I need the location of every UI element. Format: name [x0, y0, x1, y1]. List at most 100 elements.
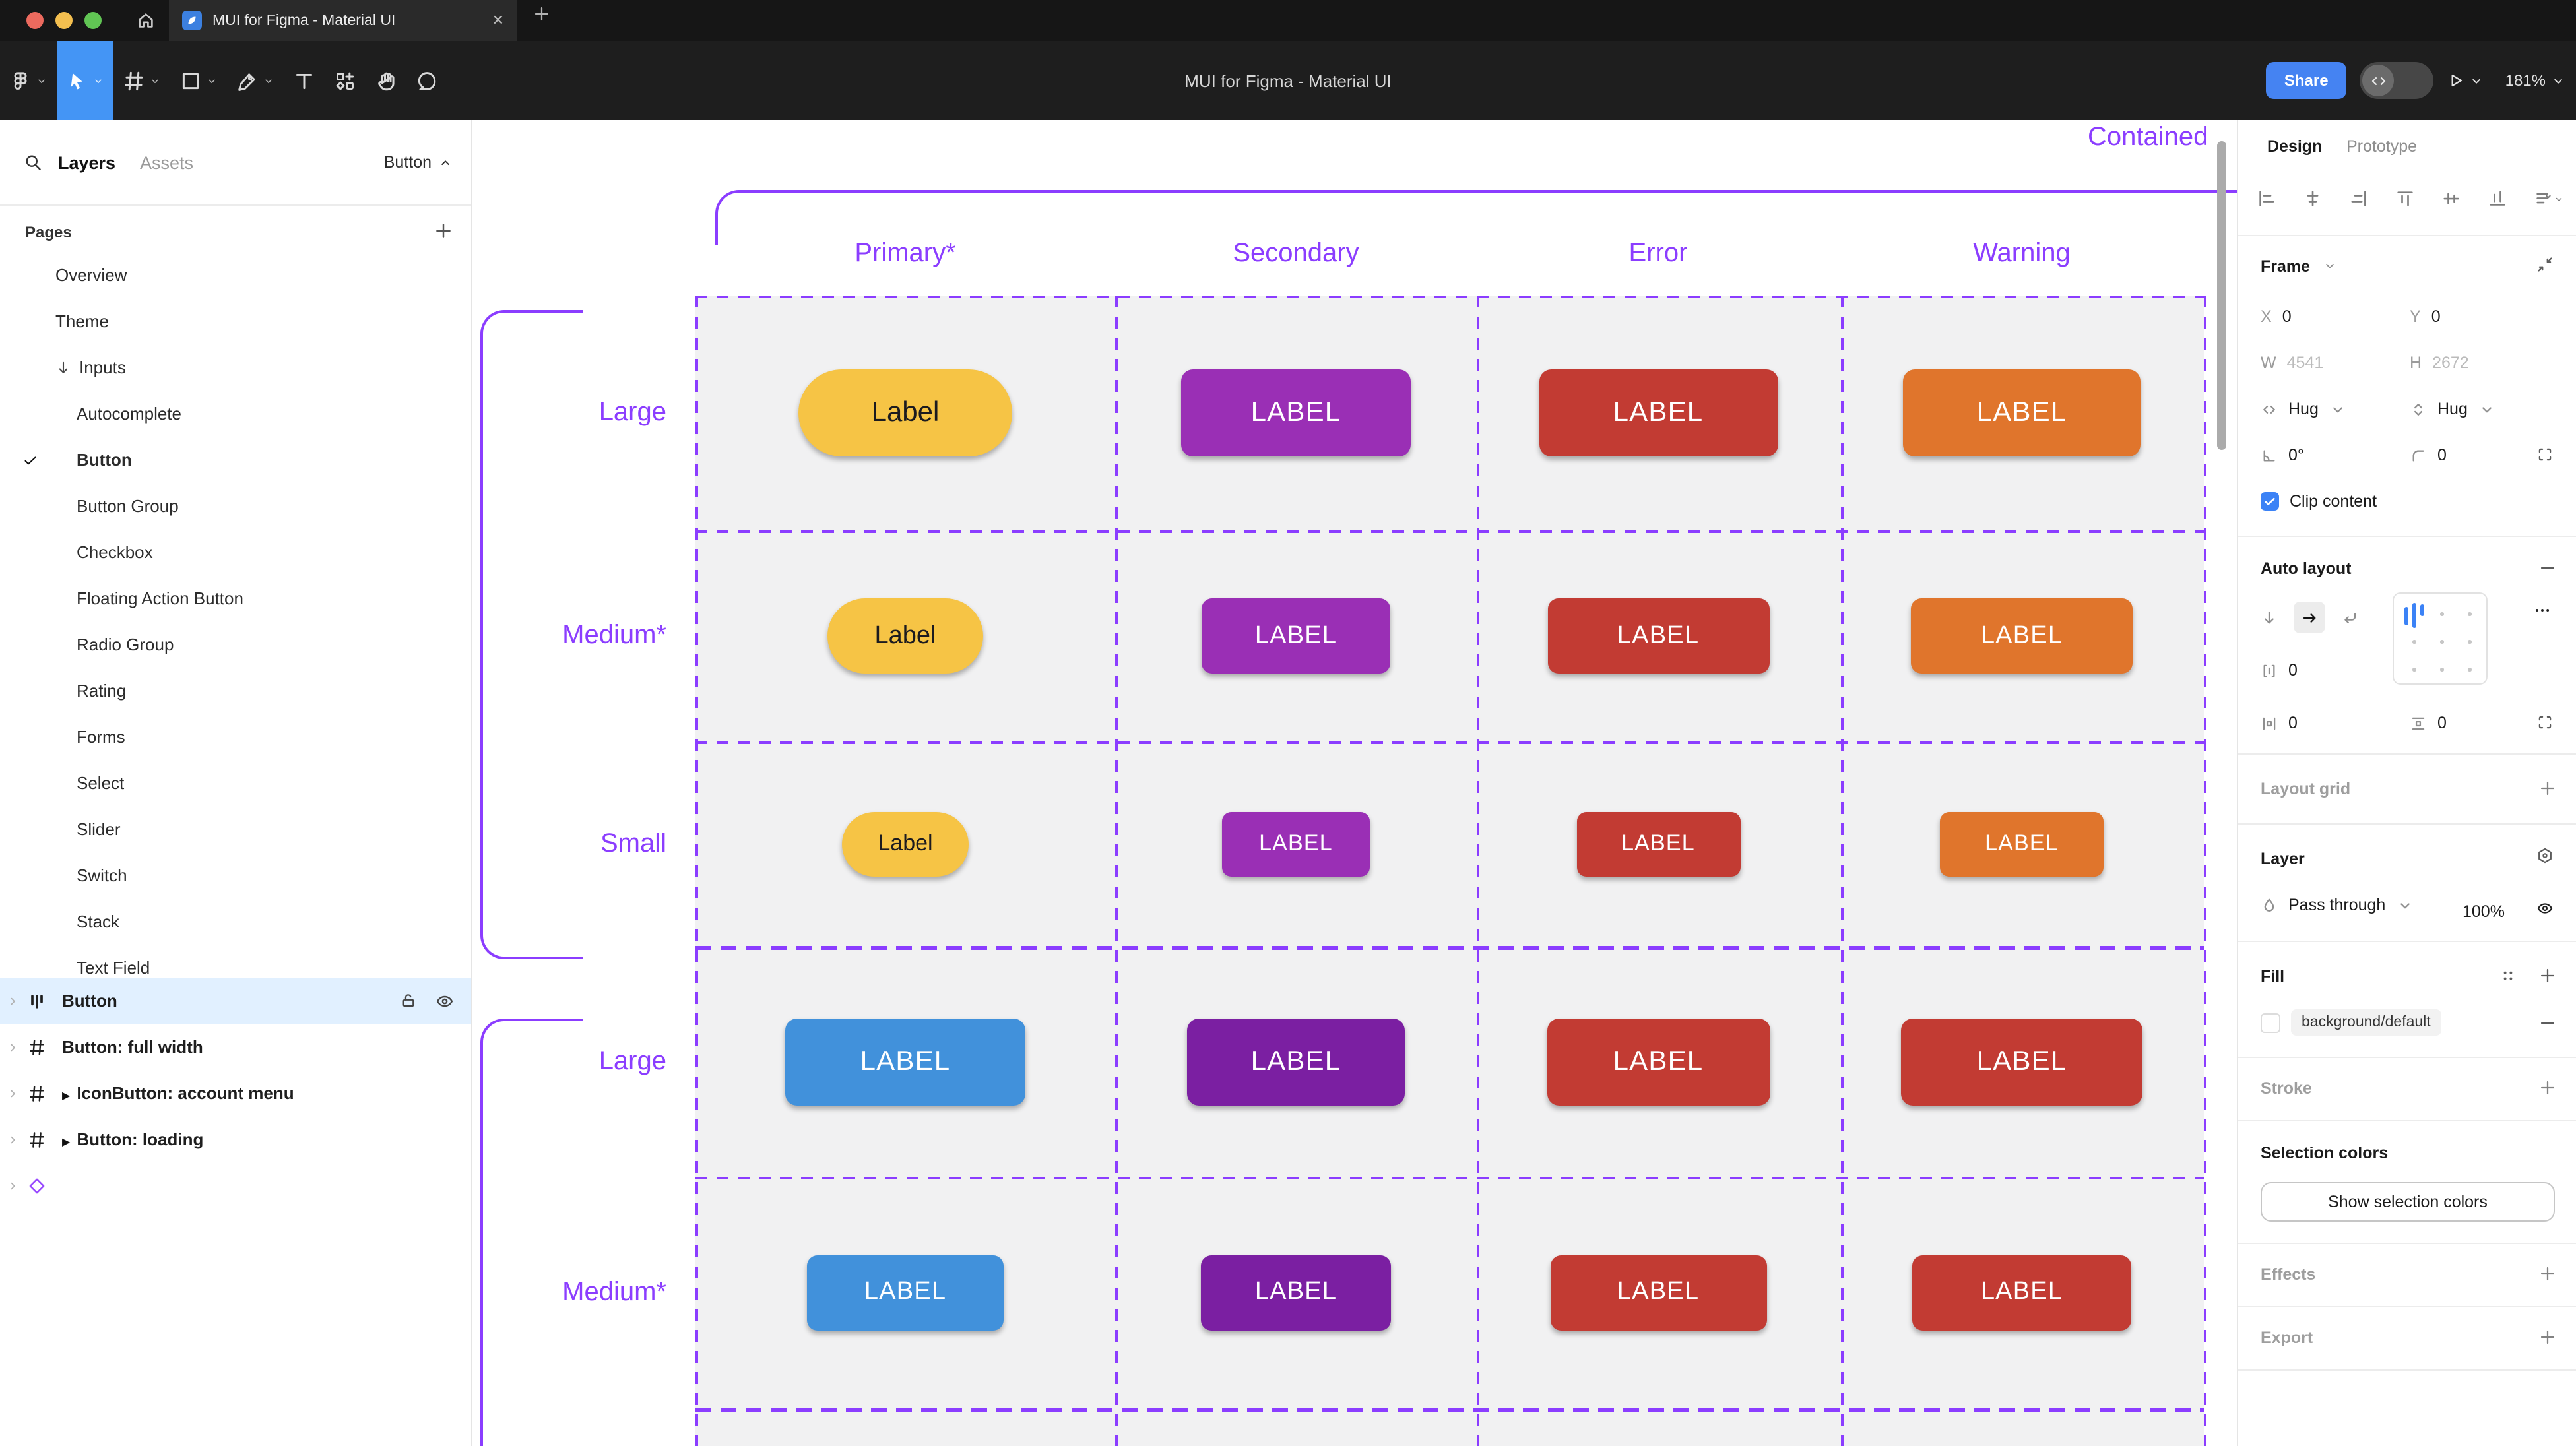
page-item-button-group[interactable]: Button Group — [0, 483, 471, 529]
add-page-icon[interactable] — [434, 222, 453, 240]
align-vcenter-icon[interactable] — [2441, 189, 2461, 208]
text-tool[interactable] — [284, 41, 325, 120]
align-top-icon[interactable] — [2395, 189, 2415, 208]
layer-item-button-loading[interactable]: ▶Button: loading — [0, 1116, 471, 1162]
tab-close-icon[interactable]: ✕ — [492, 13, 504, 29]
page-selector[interactable]: Button — [384, 153, 453, 172]
visibility-icon[interactable] — [2536, 900, 2554, 917]
chevron-right-icon[interactable] — [7, 1133, 20, 1146]
horizontal-padding-field[interactable]: 0 — [2261, 714, 2298, 732]
button-variant-large-purple[interactable]: LABEL — [1181, 369, 1411, 456]
page-item-select[interactable]: Select — [0, 760, 471, 806]
alignment-dot[interactable] — [2412, 668, 2416, 672]
button-variant-medium-yellow[interactable]: Label — [827, 598, 983, 674]
page-item-radio-group[interactable]: Radio Group — [0, 621, 471, 668]
layer-item-iconbutton-account-menu[interactable]: ▶IconButton: account menu — [0, 1070, 471, 1116]
page-item-forms[interactable]: Forms — [0, 714, 471, 760]
direction-vertical-icon[interactable] — [2261, 609, 2278, 626]
styles-icon[interactable] — [2499, 967, 2517, 984]
comment-tool[interactable] — [406, 41, 447, 120]
hand-tool[interactable] — [366, 41, 406, 120]
tab-layers[interactable]: Layers — [58, 153, 116, 173]
button-variant-large-blue[interactable]: LABEL — [785, 1018, 1025, 1105]
button-variant-medium-red[interactable]: LABEL — [1550, 1255, 1766, 1330]
lock-open-icon[interactable] — [400, 992, 417, 1009]
alignment-dot[interactable] — [2440, 668, 2444, 672]
button-variant-large-red[interactable]: LABEL — [1901, 1018, 2142, 1105]
alignment-dot[interactable] — [2468, 640, 2472, 644]
show-selection-colors-button[interactable]: Show selection colors — [2261, 1182, 2555, 1222]
chevron-down-icon[interactable] — [2323, 259, 2337, 273]
opacity-value[interactable]: 100% — [2463, 902, 2505, 921]
dev-mode-toggle[interactable] — [2360, 62, 2434, 99]
layer-item--menu-[interactable] — [0, 1162, 471, 1209]
share-button[interactable]: Share — [2265, 62, 2347, 99]
traffic-light-maximize[interactable] — [84, 12, 102, 29]
page-item-slider[interactable]: Slider — [0, 806, 471, 852]
button-variant-large-orange[interactable]: LABEL — [1903, 369, 2141, 456]
button-variant-medium-purple_dark[interactable]: LABEL — [1201, 1255, 1391, 1330]
button-variant-large-red[interactable]: LABEL — [1547, 1018, 1770, 1105]
main-menu[interactable] — [0, 41, 57, 120]
page-item-floating-action-button[interactable]: Floating Action Button — [0, 575, 471, 621]
alignment-dot[interactable] — [2412, 640, 2416, 644]
resources-tool[interactable] — [325, 41, 366, 120]
pen-tool[interactable] — [227, 41, 284, 120]
align-right-icon[interactable] — [2349, 189, 2369, 208]
frame-title[interactable]: Contained — [2088, 123, 2208, 152]
distribute-icon[interactable] — [2534, 189, 2564, 208]
page-item-theme[interactable]: Theme — [0, 298, 471, 344]
home-button[interactable] — [121, 0, 169, 41]
fill-token-chip[interactable]: background/default — [2291, 1009, 2441, 1036]
add-effect-icon[interactable] — [2539, 1265, 2556, 1282]
button-variant-large-red[interactable]: LABEL — [1539, 369, 1778, 456]
alignment-dot[interactable] — [2468, 612, 2472, 616]
chevron-right-icon[interactable] — [7, 1040, 20, 1053]
corner-radius-field[interactable]: 0 — [2410, 446, 2447, 464]
traffic-light-minimize[interactable] — [55, 12, 73, 29]
gap-field[interactable]: 0 — [2261, 661, 2298, 679]
clip-content-checkbox[interactable]: Clip content — [2261, 492, 2377, 511]
button-variant-large-purple_dark[interactable]: LABEL — [1187, 1018, 1405, 1105]
button-variant-small-orange[interactable]: LABEL — [1940, 811, 2104, 876]
independent-corners-icon[interactable] — [2536, 446, 2554, 463]
alignment-dot[interactable] — [2440, 612, 2444, 616]
page-item-inputs[interactable]: Inputs — [0, 344, 471, 391]
direction-horizontal-selected[interactable] — [2294, 602, 2325, 633]
button-variant-medium-orange[interactable]: LABEL — [1911, 598, 2133, 674]
tab-assets[interactable]: Assets — [140, 153, 194, 173]
auto-layout-alignment-widget[interactable] — [2393, 592, 2488, 685]
shape-tool[interactable] — [170, 41, 227, 120]
add-export-icon[interactable] — [2539, 1329, 2556, 1346]
page-item-stack[interactable]: Stack — [0, 898, 471, 945]
align-hcenter-icon[interactable] — [2303, 189, 2323, 208]
tab-design[interactable]: Design — [2267, 137, 2323, 156]
canvas-scrollbar[interactable] — [2217, 141, 2226, 450]
fill-color-swatch[interactable] — [2261, 1013, 2280, 1032]
present-button[interactable] — [2447, 71, 2484, 90]
alignment-dot[interactable] — [2440, 640, 2444, 644]
chevron-right-icon[interactable] — [7, 1086, 20, 1100]
button-variant-medium-blue[interactable]: LABEL — [807, 1255, 1004, 1330]
search-icon[interactable] — [24, 153, 42, 172]
page-item-text-field[interactable]: Text Field — [0, 945, 471, 991]
move-tool[interactable] — [57, 41, 113, 120]
page-item-checkbox[interactable]: Checkbox — [0, 529, 471, 575]
page-item-button[interactable]: Button — [0, 437, 471, 483]
add-stroke-icon[interactable] — [2539, 1079, 2556, 1096]
blend-mode-select[interactable]: Pass through — [2261, 896, 2413, 914]
individual-padding-icon[interactable] — [2536, 714, 2554, 731]
page-item-overview[interactable]: Overview — [0, 252, 471, 298]
rotation-field[interactable]: 0° — [2261, 446, 2304, 464]
align-bottom-icon[interactable] — [2488, 189, 2507, 208]
vertical-resizing-select[interactable]: Hug — [2410, 400, 2496, 418]
blend-mode-icon[interactable] — [2536, 847, 2554, 864]
chevron-right-icon[interactable] — [7, 994, 20, 1007]
button-variant-medium-purple[interactable]: LABEL — [1202, 598, 1390, 674]
button-variant-medium-red[interactable]: LABEL — [1547, 598, 1769, 674]
page-item-switch[interactable]: Switch — [0, 852, 471, 898]
zoom-level-control[interactable]: 181% — [2505, 71, 2565, 90]
layer-item-button[interactable]: Button — [0, 978, 471, 1024]
